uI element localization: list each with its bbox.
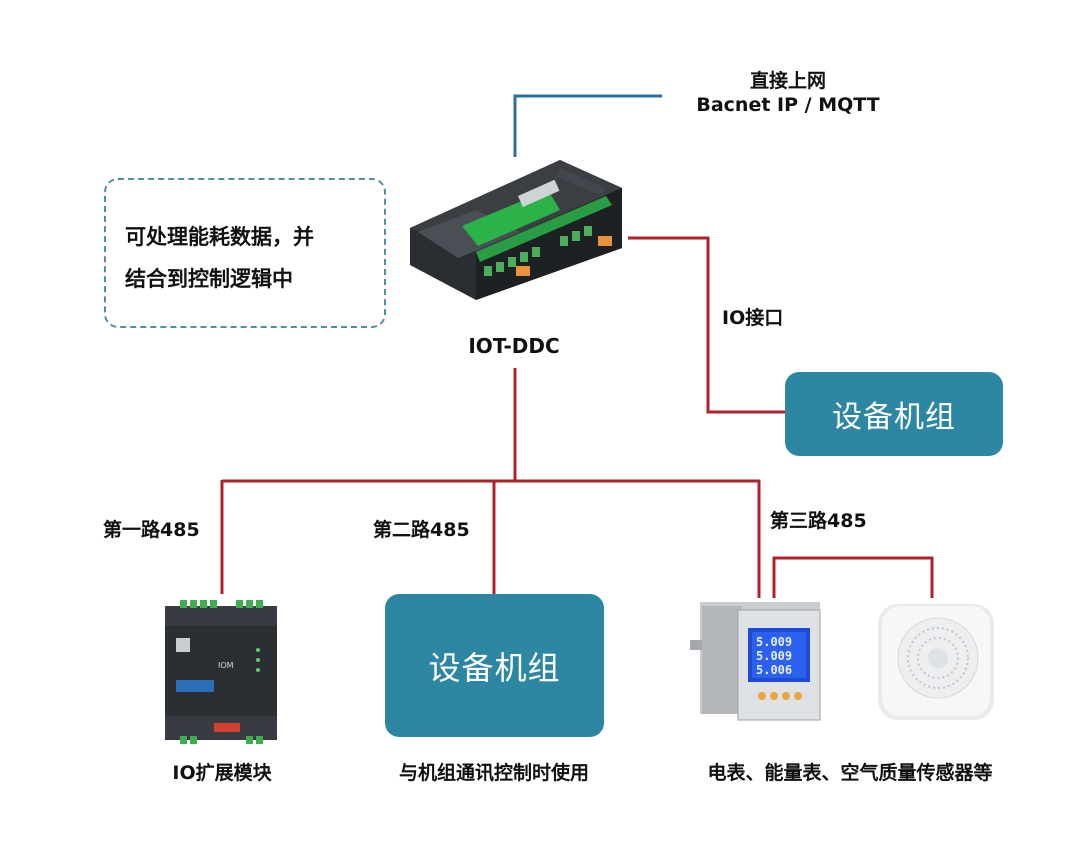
- note-box: [104, 178, 386, 328]
- io-module-device: IOM: [165, 600, 277, 744]
- note-text: 可处理能耗数据，并 结合到控制逻辑中: [125, 216, 314, 300]
- route3-label: 第三路485: [770, 510, 867, 532]
- uplink-label-line1: 直接上网: [749, 70, 827, 92]
- air-sensor-device: [878, 604, 994, 720]
- meter-sensor-link-line: [772, 556, 934, 598]
- io-interface-label: IO接口: [722, 307, 784, 329]
- route2-label: 第二路485: [373, 519, 470, 541]
- io-module-caption: IO扩展模块: [172, 762, 272, 784]
- meters-caption: 电表、能量表、空气质量传感器等: [707, 762, 993, 784]
- equipment-unit-center: 设备机组: [385, 594, 604, 737]
- power-meter-device: 5.009 5.009 5.006: [690, 602, 821, 721]
- network-uplink-line: [513, 94, 662, 157]
- io-module-device-text: IOM: [218, 661, 234, 670]
- equipment-unit-right: 设备机组: [785, 372, 1003, 456]
- note-line1: 可处理能耗数据，并: [125, 225, 314, 249]
- route1-label: 第一路485: [103, 519, 200, 541]
- meter-reading-2: 5.009: [756, 649, 792, 663]
- iot-ddc-device: [410, 160, 622, 300]
- uplink-label-line2: Bacnet IP / MQTT: [696, 93, 880, 116]
- unit-center-caption: 与机组通讯控制时使用: [398, 762, 590, 784]
- controller-label: IOT-DDC: [468, 334, 560, 358]
- equipment-unit-right-label: 设备机组: [832, 400, 956, 435]
- equipment-unit-center-label: 设备机组: [428, 648, 561, 687]
- note-line2: 结合到控制逻辑中: [125, 267, 293, 291]
- io-interface-line: [628, 236, 785, 414]
- meter-reading-1: 5.009: [756, 635, 792, 649]
- uplink-label: 直接上网 Bacnet IP / MQTT: [696, 70, 879, 118]
- meter-reading-3: 5.006: [756, 663, 792, 677]
